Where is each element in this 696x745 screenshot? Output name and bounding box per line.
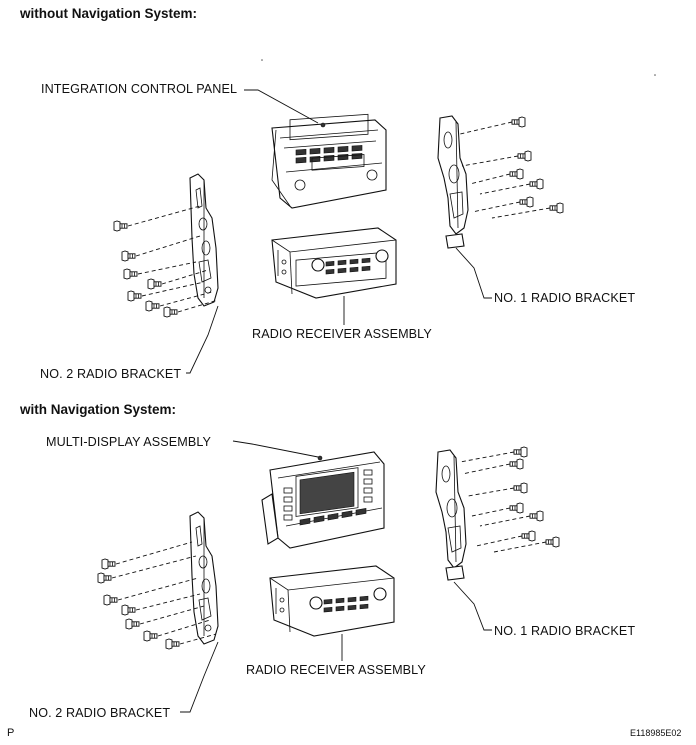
bolts-upper-left bbox=[113, 205, 219, 318]
no2-radio-bracket-lower bbox=[189, 511, 219, 645]
bolts-lower-left bbox=[97, 541, 217, 650]
radio-receiver-label-upper: RADIO RECEIVER ASSEMBLY bbox=[252, 327, 432, 341]
no1-radio-bracket-label-upper: NO. 1 RADIO BRACKET bbox=[494, 291, 636, 305]
radio-receiver-label-lower: RADIO RECEIVER ASSEMBLY bbox=[246, 663, 426, 677]
integration-control-panel-label: INTEGRATION CONTROL PANEL bbox=[41, 82, 238, 96]
no1-radio-bracket-upper bbox=[437, 115, 469, 249]
section-heading-with-nav: with Navigation System: bbox=[20, 402, 177, 417]
radio-receiver-assembly-upper bbox=[271, 227, 397, 299]
no2-radio-bracket-label-upper: NO. 2 RADIO BRACKET bbox=[40, 367, 182, 381]
no2-radio-bracket-upper bbox=[189, 173, 219, 307]
integration-control-panel bbox=[271, 113, 387, 209]
no1-radio-bracket-label-lower: NO. 1 RADIO BRACKET bbox=[494, 624, 636, 638]
no1-radio-bracket-lower bbox=[435, 449, 467, 581]
radio-receiver-assembly-lower bbox=[269, 565, 395, 637]
multi-display-assembly-label: MULTI-DISPLAY ASSEMBLY bbox=[46, 435, 212, 449]
bolts-lower-right bbox=[459, 446, 560, 553]
figure-code: E118985E02 bbox=[630, 728, 682, 738]
multi-display-assembly bbox=[261, 451, 385, 549]
section-heading-without-nav: without Navigation System: bbox=[20, 6, 198, 21]
no2-radio-bracket-label-lower: NO. 2 RADIO BRACKET bbox=[29, 706, 171, 720]
bolts-upper-right bbox=[459, 116, 564, 219]
page-mark: P bbox=[7, 727, 15, 739]
